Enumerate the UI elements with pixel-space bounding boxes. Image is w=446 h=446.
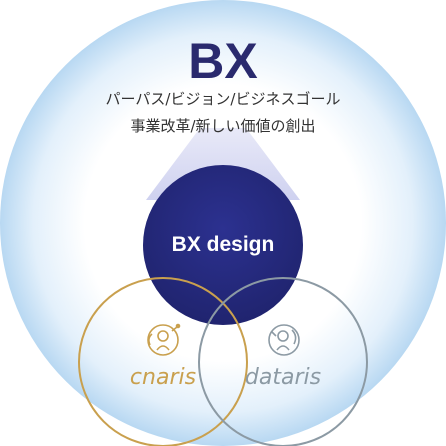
bx-design-circle (143, 165, 303, 325)
dataris-ring (198, 277, 368, 446)
dataris-mascot-icon (268, 324, 300, 356)
bx-design-label: BX design (172, 233, 275, 256)
cnaris-ring (78, 277, 248, 446)
bx-title: BX (188, 33, 257, 89)
cnaris-mascot-icon (147, 323, 181, 356)
bx-subtitle-line2: 事業改革/新しい価値の創出 (130, 117, 315, 135)
dataris-label: dataris (245, 365, 321, 390)
cnaris-label: cnaris (130, 365, 196, 390)
bx-subtitle-line1: パーパス/ビジョン/ビジネスゴール (106, 90, 341, 108)
